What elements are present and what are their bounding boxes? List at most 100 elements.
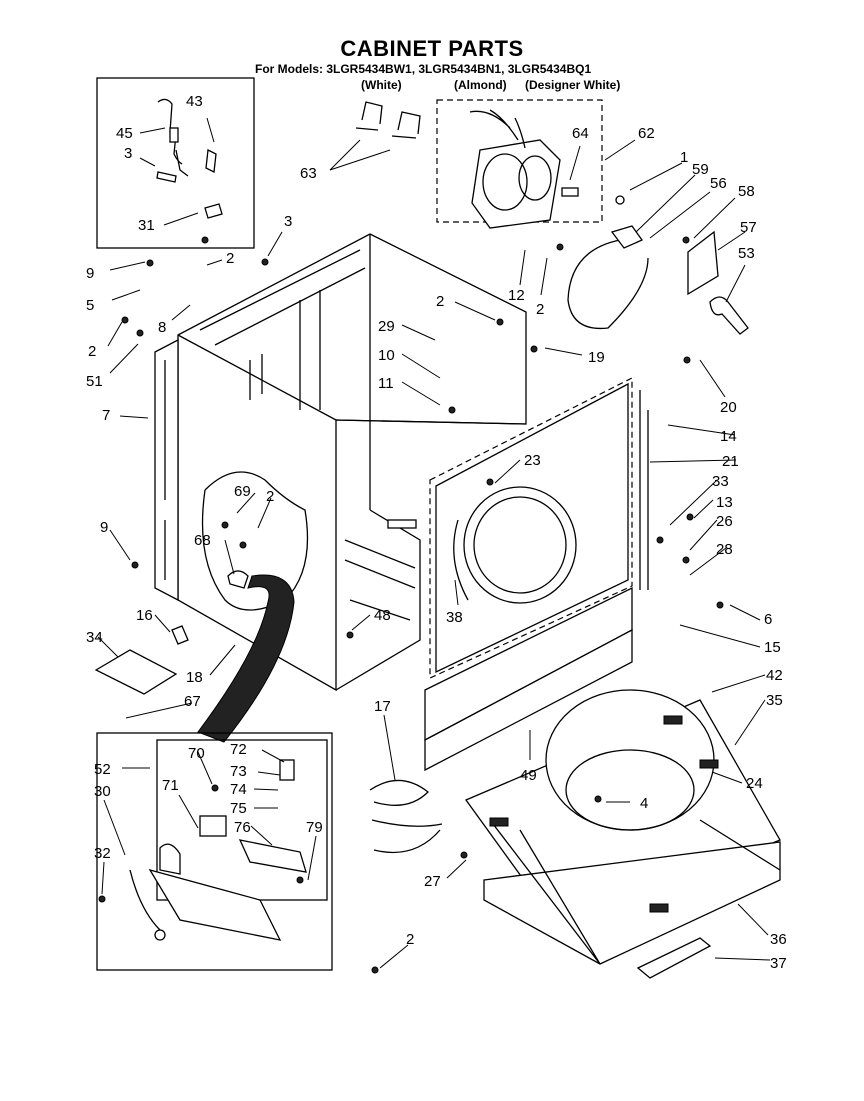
callout-10: 10 [378, 347, 395, 364]
callout-9b: 9 [100, 519, 108, 536]
motor-dashed-box [436, 99, 603, 223]
color-designer-white: (Designer White) [525, 78, 621, 92]
front-panel [429, 377, 649, 679]
callout-14: 14 [720, 428, 737, 445]
callout-31: 31 [138, 217, 155, 234]
burner-assembly [129, 759, 307, 941]
callout-27: 27 [424, 873, 441, 890]
callout-38: 38 [446, 609, 463, 626]
callout-56: 56 [710, 175, 727, 192]
callout-2f: 2 [406, 931, 414, 948]
inset-box-gas-valve-parts [96, 77, 255, 249]
callout-79: 79 [306, 819, 323, 836]
callout-49: 49 [520, 767, 537, 784]
callout-70: 70 [188, 745, 205, 762]
color-almond: (Almond) [454, 78, 507, 92]
callout-59: 59 [692, 161, 709, 178]
clip-68 [227, 570, 249, 589]
leader-lines [97, 117, 771, 969]
callout-2c: 2 [436, 293, 444, 310]
bracket-57 [687, 230, 719, 296]
callout-52: 52 [94, 761, 111, 778]
callout-15: 15 [764, 639, 781, 656]
callout-58: 58 [738, 183, 755, 200]
callout-42: 42 [766, 667, 783, 684]
callout-18: 18 [186, 669, 203, 686]
callout-45: 45 [116, 125, 133, 142]
callout-1: 1 [680, 149, 688, 166]
callout-9a: 9 [86, 265, 94, 282]
burner-box-52 [96, 732, 333, 971]
callout-71: 71 [162, 777, 179, 794]
callout-20: 20 [720, 399, 737, 416]
callout-2a: 2 [226, 250, 234, 267]
pad-34 [94, 649, 178, 695]
callout-8: 8 [158, 319, 166, 336]
callout-13: 13 [716, 494, 733, 511]
callout-30: 30 [94, 783, 111, 800]
callout-26: 26 [716, 513, 733, 530]
callout-21: 21 [722, 453, 739, 470]
clip-63a [355, 101, 383, 131]
callout-62: 62 [638, 125, 655, 142]
callout-11: 11 [378, 375, 394, 392]
models-line: For Models: 3LGR5434BW1, 3LGR5434BN1, 3L… [255, 62, 592, 76]
callout-29: 29 [378, 318, 395, 335]
leveling-leg-16 [171, 625, 189, 645]
rail-37 [636, 937, 712, 979]
callout-12: 12 [508, 287, 525, 304]
idler-pulley [610, 225, 643, 249]
callout-2d: 2 [536, 301, 544, 318]
callout-34: 34 [86, 629, 103, 646]
callout-4: 4 [640, 795, 648, 812]
screws [98, 236, 724, 974]
callout-23: 23 [524, 452, 541, 469]
callout-74: 74 [230, 781, 247, 798]
callout-75: 75 [230, 800, 247, 817]
callout-64: 64 [572, 125, 589, 142]
page-header: CABINET PARTS For Models: 3LGR5434BW1, 3… [0, 0, 864, 100]
color-white: (White) [361, 78, 402, 92]
callout-76: 76 [234, 819, 251, 836]
callout-2b: 2 [88, 343, 96, 360]
callout-36: 36 [770, 931, 787, 948]
vent-hose [197, 574, 295, 743]
motor-assembly [469, 109, 579, 229]
callout-69: 69 [234, 483, 251, 500]
callout-32: 32 [94, 845, 111, 862]
callout-16: 16 [136, 607, 153, 624]
callout-17: 17 [374, 698, 391, 715]
callout-5: 5 [86, 297, 94, 314]
torn-section [201, 471, 309, 611]
page-title: CABINET PARTS [340, 36, 524, 61]
callout-33: 33 [712, 473, 729, 490]
callout-67: 67 [184, 693, 201, 710]
callout-3: 3 [124, 145, 132, 162]
callout-48: 48 [374, 607, 391, 624]
toe-panel-49 [424, 628, 633, 772]
callout-72: 72 [230, 741, 247, 758]
callout-labels: 45 43 3 31 63 64 62 1 59 56 58 57 53 9 2… [86, 93, 787, 972]
callout-43: 43 [186, 93, 203, 110]
clip-63b [391, 111, 421, 139]
wire-harness-17 [369, 779, 443, 854]
drive-belt [567, 239, 649, 330]
callout-63: 63 [300, 165, 317, 182]
callout-57: 57 [740, 219, 757, 236]
callout-68: 68 [194, 532, 211, 549]
callout-6: 6 [764, 611, 772, 628]
callout-3b: 3 [284, 213, 292, 230]
bearing-1 [615, 195, 625, 205]
callout-51: 51 [86, 373, 103, 390]
callout-73: 73 [230, 763, 247, 780]
base-assembly [464, 689, 781, 979]
callout-7: 7 [102, 407, 110, 424]
inset-parts [156, 98, 223, 219]
callout-37: 37 [770, 955, 787, 972]
callout-53: 53 [738, 245, 755, 262]
latch-53 [709, 296, 749, 335]
callout-28: 28 [716, 541, 733, 558]
callout-2e: 2 [266, 488, 274, 505]
callout-24: 24 [746, 775, 763, 792]
